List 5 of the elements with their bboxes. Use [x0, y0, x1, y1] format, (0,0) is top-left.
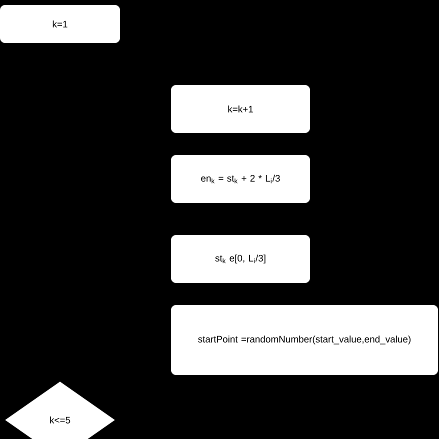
process-box: startPoint =randomNumber(start_value,end_value)	[171, 305, 438, 375]
process-box: k=k+1	[171, 85, 310, 133]
process-box: st$_{k}$ e[0, L$_{i}$/3]	[171, 235, 310, 283]
process-box: k=1	[0, 5, 120, 43]
process-box: en$_{k}$ = st$_{k}$ + 2 * L$_{i}$/3	[171, 155, 310, 203]
